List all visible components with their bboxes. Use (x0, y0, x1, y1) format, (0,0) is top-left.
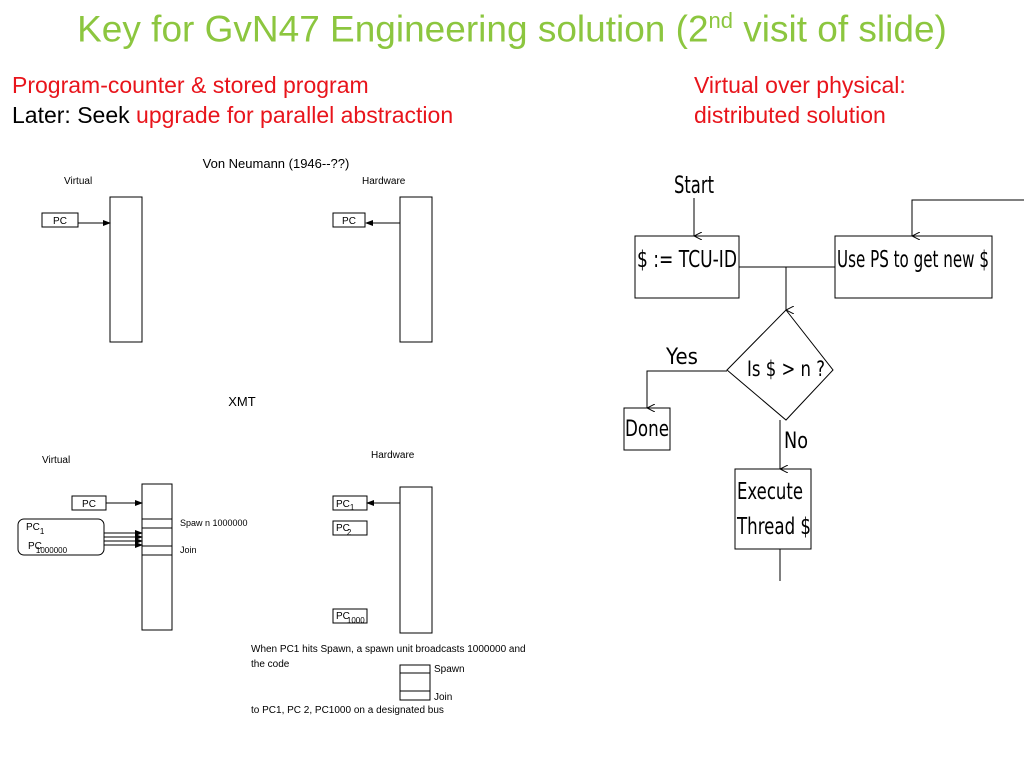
xmt-virtual-label: Virtual (42, 455, 70, 466)
legend-join-label: Join (434, 692, 452, 703)
done-box (623, 407, 671, 451)
use-ps-label: Use PS to get new $ (837, 247, 989, 273)
vn-hardware-label: Hardware (362, 176, 406, 187)
vn-virtual-pc-label: PC (53, 216, 67, 227)
xmt-title: XMT (228, 394, 256, 409)
yes-path (646, 370, 727, 408)
xmt-hw-pc2-label: PC2 (336, 523, 352, 537)
right-subtitle-line1: Virtual over physical: (694, 72, 906, 98)
title-post: visit of slide) (733, 8, 947, 50)
assign-label: $ := TCU-ID (637, 247, 737, 273)
xmt-hardware-memory (399, 486, 433, 634)
vn-virtual-label: Virtual (64, 176, 92, 187)
xmt-hw-pc1000-box (332, 608, 368, 624)
yes-label: Yes (665, 345, 698, 370)
no-label: No (784, 429, 808, 454)
pc-diagram: Von Neumann (1946--??) Virtual Hardware … (17, 156, 526, 716)
start-label: Start (674, 171, 714, 199)
vn-hardware-pc-label: PC (342, 216, 356, 227)
xmt-join-label: Join (180, 545, 197, 555)
slide-title: Key for GvN47 Engineering solution (2nd … (0, 8, 1024, 50)
execute-box (734, 468, 812, 550)
legend-memory-box (399, 664, 431, 701)
xmt-note-line2: the code (251, 659, 290, 670)
right-subtitle-line2: distributed solution (694, 102, 886, 128)
legend-spawn-label: Spawn (434, 664, 465, 675)
left-subtitle: Program-counter & stored program Later: … (12, 70, 453, 130)
title-pre: Key for GvN47 Engineering solution (2 (77, 8, 709, 50)
xmt-note-line3: to PC1, PC 2, PC1000 on a designated bus (251, 705, 444, 716)
execute-label-line2: Thread $ (736, 514, 811, 540)
xmt-hw-pc2-box (332, 520, 368, 536)
flowchart: Start $ := TCU-ID Use PS to get new $ Is… (623, 171, 1024, 581)
vn-virtual-memory (109, 196, 143, 343)
decision-diamond (726, 309, 834, 421)
xmt-note-line1: When PC1 hits Spawn, a spawn unit broadc… (251, 644, 526, 655)
xmt-hardware-label: Hardware (371, 450, 415, 461)
xmt-pcN-label: PC1000000 (28, 541, 68, 555)
left-subtitle-red: upgrade for parallel abstraction (136, 102, 454, 128)
done-label: Done (625, 417, 669, 442)
xmt-virtual-memory (141, 483, 173, 631)
decision-label: Is $ > n ? (747, 357, 825, 381)
title-superscript: nd (708, 8, 734, 33)
left-subtitle-line1: Program-counter & stored program (12, 72, 369, 98)
xmt-hw-pc1-label: PC1 (336, 499, 355, 512)
xmt-pc1-label: PC1 (26, 522, 45, 536)
xmt-virtual-pc-label: PC (82, 499, 96, 510)
left-subtitle-black: Later: Seek (12, 102, 137, 128)
xmt-hw-pc1000-label: PC1000 (336, 611, 365, 625)
vn-virtual-pc-box (41, 212, 79, 228)
left-subtitle-line2: Later: Seek upgrade for parallel abstrac… (12, 100, 453, 130)
right-subtitle: Virtual over physical: distributed solut… (694, 70, 906, 130)
loop-back-line (911, 199, 1024, 236)
execute-label-line1: Execute (737, 479, 803, 505)
xmt-spawn-label: Spaw n 1000000 (180, 518, 248, 528)
vn-hardware-memory (399, 196, 433, 343)
von-neumann-title: Von Neumann (1946--??) (203, 156, 350, 171)
